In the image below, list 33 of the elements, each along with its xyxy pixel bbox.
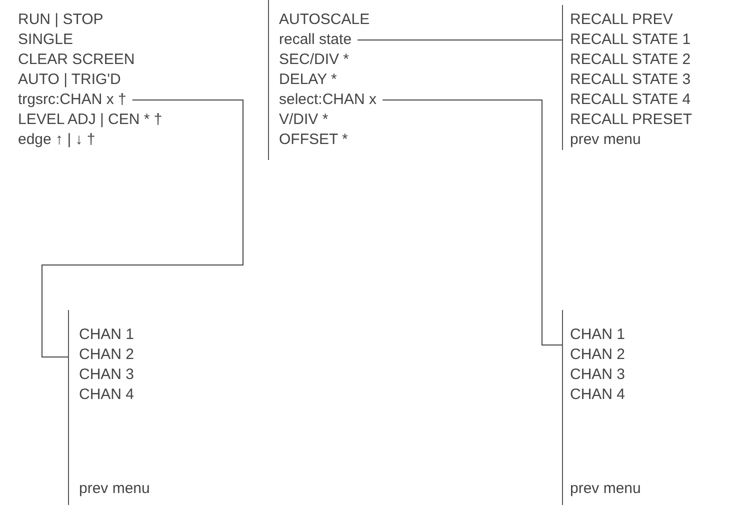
- menu-item: RUN | STOP: [18, 10, 110, 30]
- connector-line: [42, 100, 244, 358]
- menu-item: trgsrc:CHAN x †: [18, 90, 132, 110]
- menu-item: prev menu: [570, 130, 647, 150]
- menu-item: CHAN 4: [570, 385, 632, 405]
- menu-item: CHAN 2: [570, 345, 632, 365]
- menu-item: RECALL STATE 2: [570, 50, 697, 70]
- menu-item: AUTO | TRIG'D: [18, 70, 127, 90]
- menu-item: CHAN 2: [79, 345, 140, 365]
- menu-item: edge ↑ | ↓ †: [18, 130, 102, 150]
- menu-item: V/DIV *: [279, 110, 334, 130]
- menu-item: CHAN 1: [570, 325, 632, 345]
- menu-item: prev menu: [79, 479, 156, 499]
- menu-item: RECALL PREV: [570, 10, 679, 30]
- menu-item: recall state: [279, 30, 358, 50]
- menu-item: SINGLE: [18, 30, 80, 50]
- menu-item: prev menu: [570, 479, 647, 499]
- menu-item: LEVEL ADJ | CEN * †: [18, 110, 168, 130]
- menu-item: CLEAR SCREEN: [18, 50, 141, 70]
- menu-item: SEC/DIV *: [279, 50, 356, 70]
- menu-item: RECALL STATE 4: [570, 90, 697, 110]
- menu-item: CHAN 3: [570, 365, 632, 385]
- menu-item: RECALL STATE 3: [570, 70, 697, 90]
- menu-item: AUTOSCALE: [279, 10, 376, 30]
- menu-item: CHAN 1: [79, 325, 140, 345]
- menu-item: OFFSET *: [279, 130, 354, 150]
- menu-item: CHAN 4: [79, 385, 140, 405]
- connector-line: [382, 100, 562, 346]
- menu-item: RECALL PRESET: [570, 110, 698, 130]
- menu-item: RECALL STATE 1: [570, 30, 697, 50]
- menu-item: select:CHAN x: [279, 90, 383, 110]
- menu-item: DELAY *: [279, 70, 343, 90]
- menu-item: CHAN 3: [79, 365, 140, 385]
